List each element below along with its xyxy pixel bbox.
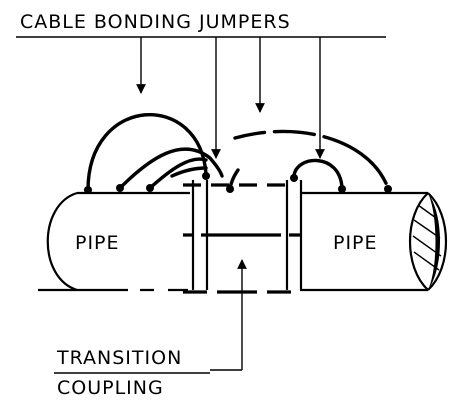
transition-coupling <box>183 180 305 294</box>
jumper-2 <box>118 147 224 190</box>
jumper-right-long <box>233 129 390 190</box>
jumper-outer <box>86 113 208 192</box>
jumper-3 <box>148 157 208 190</box>
right-pipe-label: PIPE <box>333 232 378 254</box>
bottom-callout-line1: TRANSITION <box>56 347 182 369</box>
left-pipe <box>38 191 190 292</box>
right-pipe <box>300 191 447 292</box>
jumper-4 <box>170 166 208 178</box>
left-pipe-label: PIPE <box>75 232 120 254</box>
top-callout-label: CABLE BONDING JUMPERS <box>20 11 291 33</box>
cable-jumpers <box>84 113 392 194</box>
jumper-right-short <box>292 158 344 190</box>
bottom-callout-line2: COUPLING <box>57 377 164 399</box>
